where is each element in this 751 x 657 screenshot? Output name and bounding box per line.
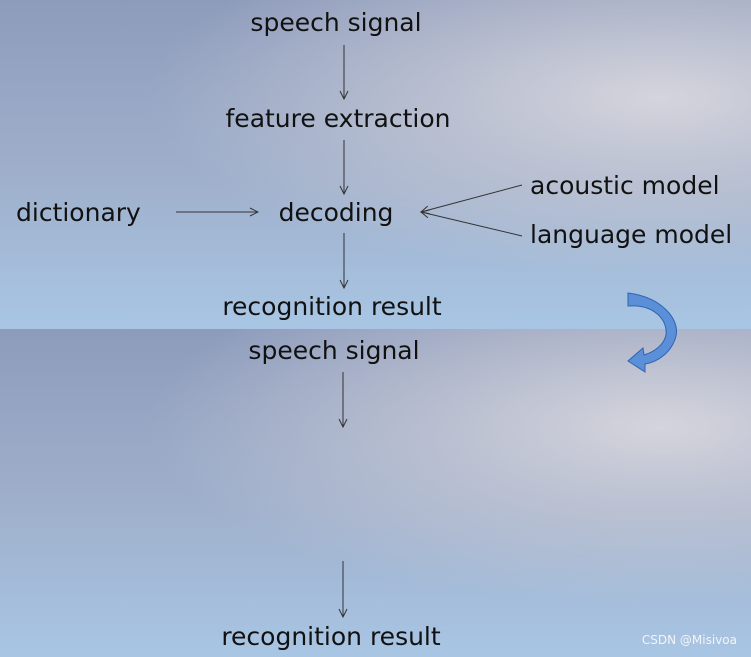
speech-signal-label: speech signal xyxy=(250,8,422,37)
acoustic-model-label: acoustic model xyxy=(530,171,720,200)
dictionary-label: dictionary xyxy=(16,198,141,227)
arrow-acoustic-to-decoding xyxy=(421,184,523,212)
recognition-result-label: recognition result xyxy=(222,292,442,321)
feature-extraction-label: feature extraction xyxy=(225,104,451,133)
curved-arrow-icon xyxy=(627,292,677,373)
watermark: CSDN @Misivoa xyxy=(641,633,737,647)
top-diagram-panel xyxy=(0,0,751,329)
decoding-label: decoding xyxy=(278,198,394,227)
bottom-speech-signal-label: speech signal xyxy=(248,336,420,365)
arrow-language-to-decoding xyxy=(421,212,523,237)
language-model-label: language model xyxy=(530,220,733,249)
bottom-recognition-result-label: recognition result xyxy=(221,622,441,651)
bottom-diagram-panel xyxy=(0,329,751,657)
